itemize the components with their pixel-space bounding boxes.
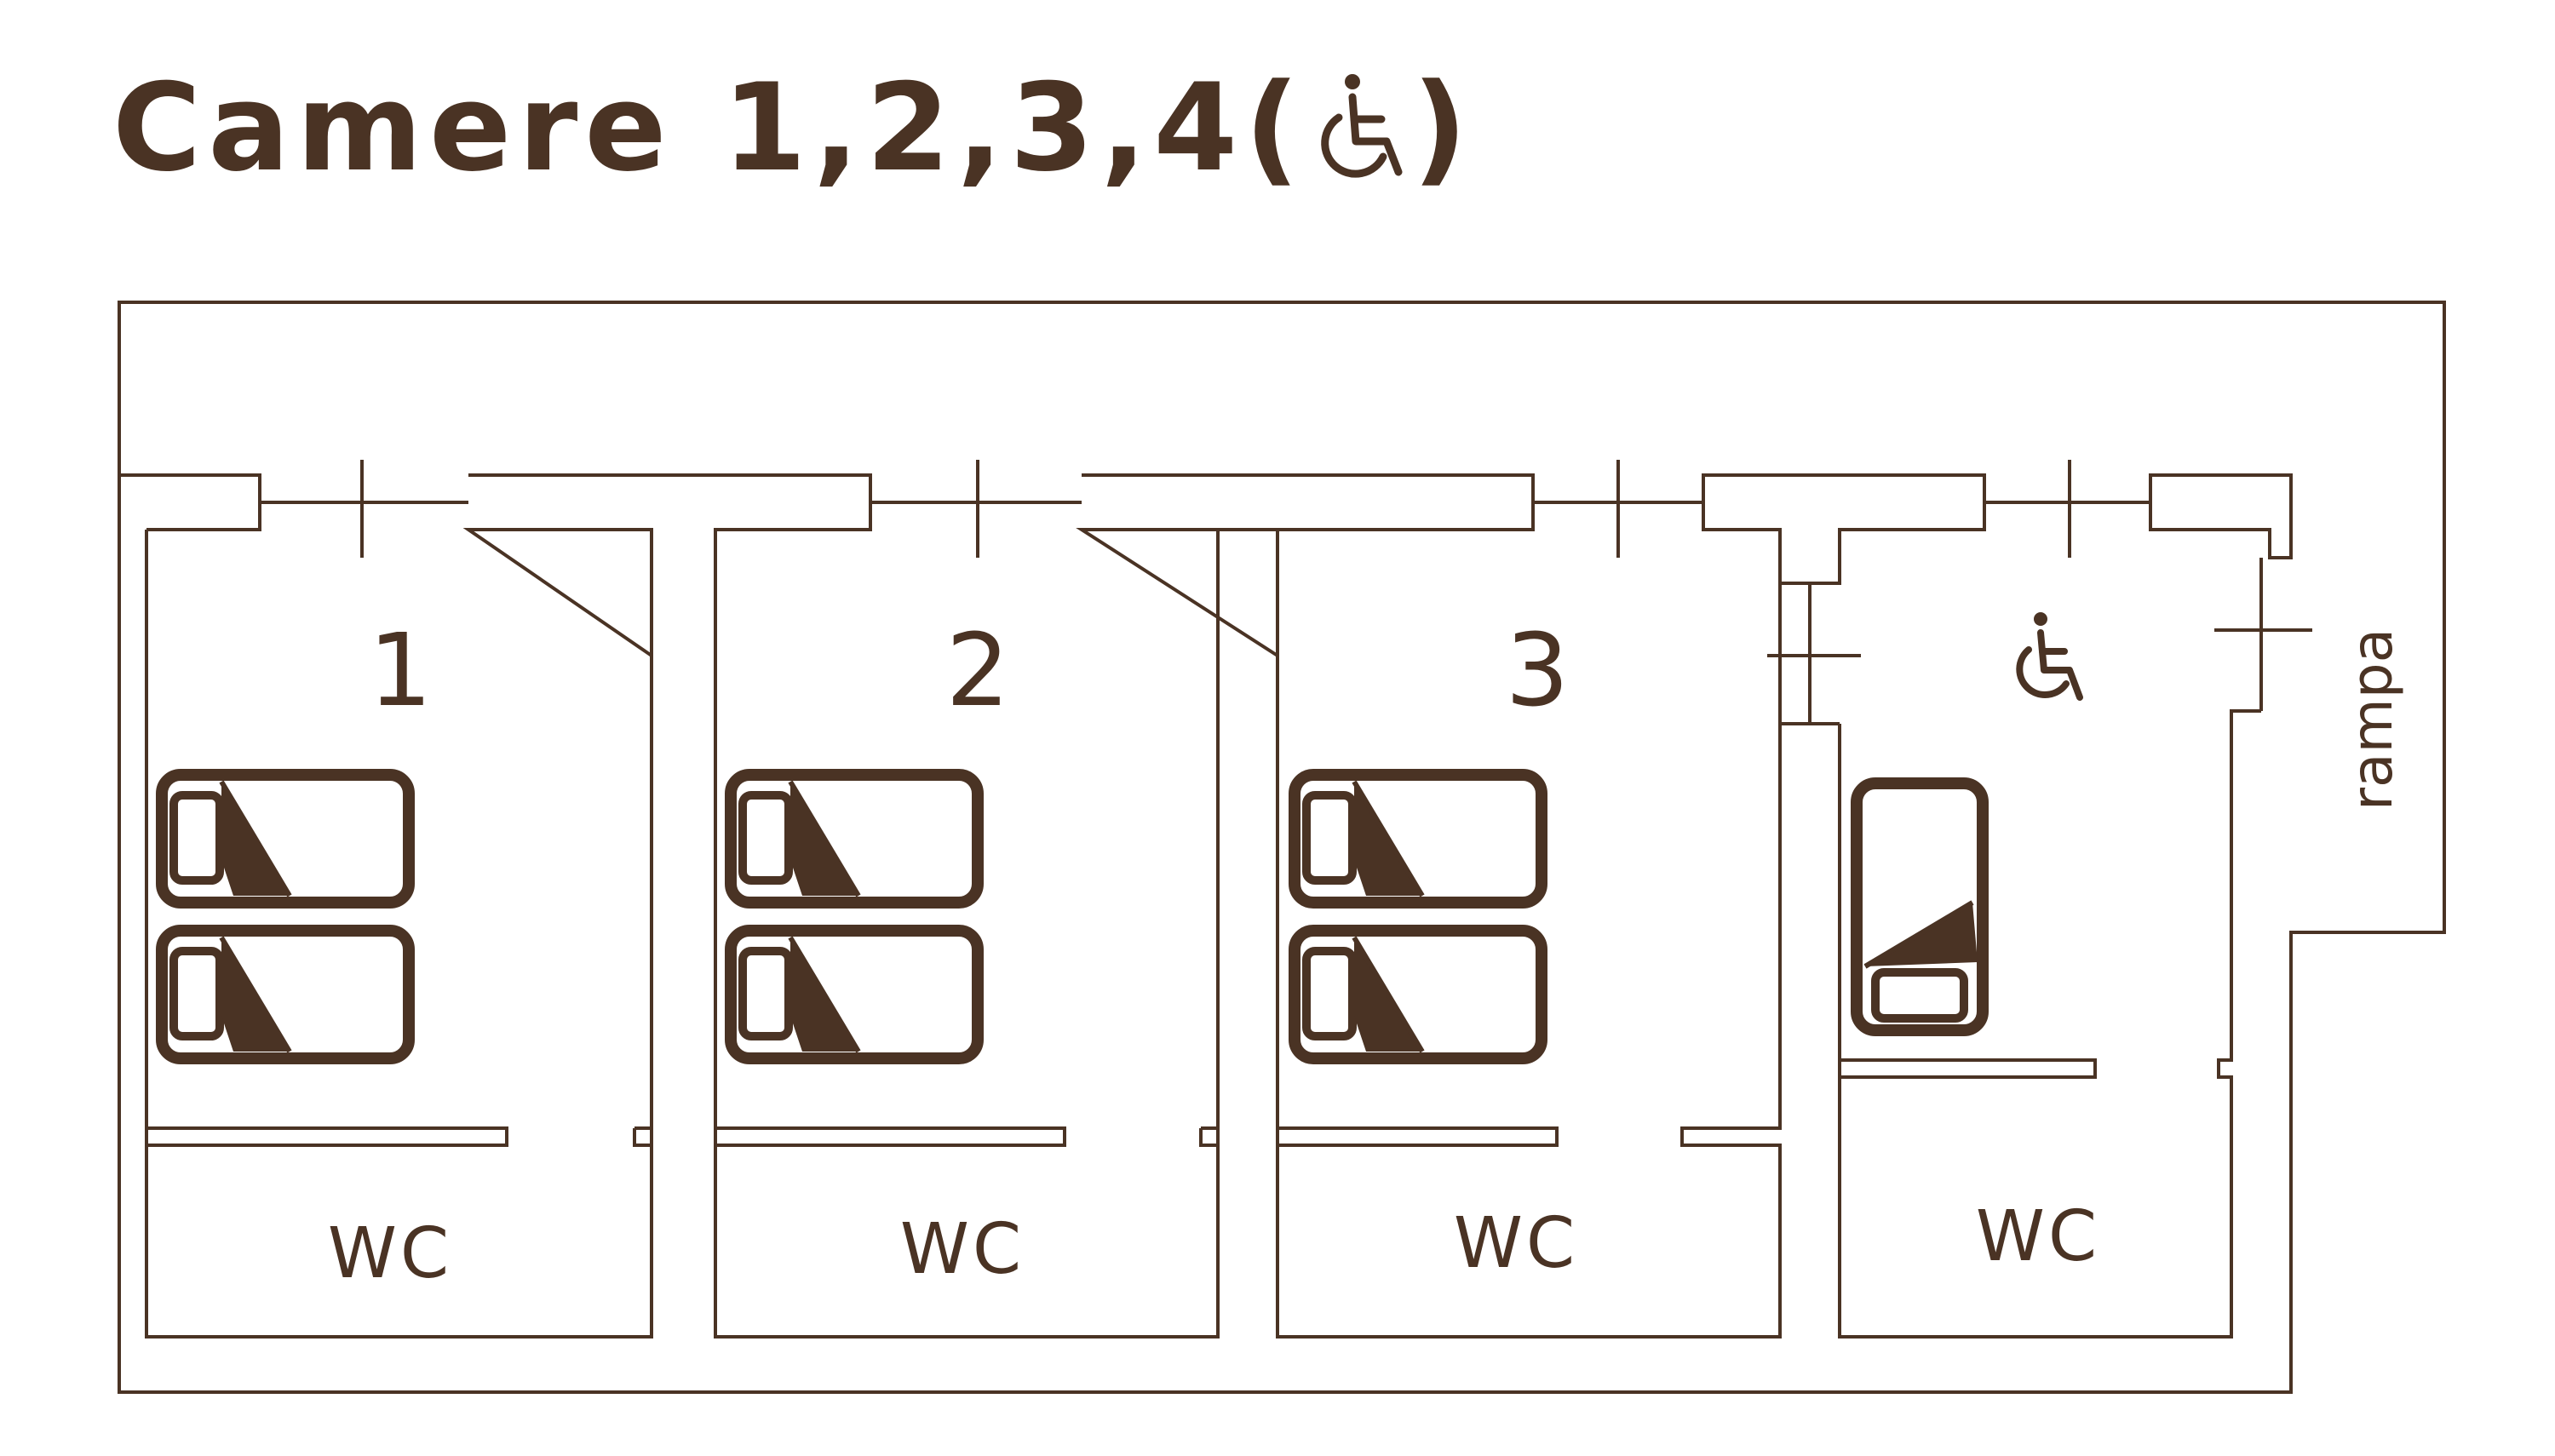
beds [156,769,1989,1064]
room-number-3: 3 [1505,611,1569,729]
bed [1851,777,1989,1036]
room-4-walls [1838,709,2261,1338]
title-text: Camere 1,2,3,4 [112,57,1245,198]
wc-label-3: WC [1454,1203,1578,1284]
room-2-walls [714,656,1220,1338]
wheelchair-icon [1321,74,1403,178]
wc-label-1: WC [328,1213,452,1294]
ramp-label: rampa [2340,628,2405,811]
wheelchair-icon [2016,612,2083,701]
wc-label-4: WC [1976,1196,2100,1277]
bed [156,925,415,1064]
room-1-walls [145,530,653,1338]
front-wall-segment [1076,473,1535,659]
title-close-paren: ) [1412,57,1474,198]
title-open-paren: ( [1244,57,1307,198]
room-number-2: 2 [945,611,1009,729]
front-wall-segment [462,473,872,659]
bed [725,769,984,909]
front-wall-segment [2149,473,2293,559]
bed [725,925,984,1064]
bed [1289,769,1547,909]
wc-label-2: WC [900,1209,1025,1290]
bed [156,769,415,909]
front-wall-segment [119,473,261,531]
page-title: Camere 1,2,3,4( ) [112,57,1474,198]
bed [1289,925,1547,1064]
room-3-walls [1276,583,1782,1338]
front-wall-segment [1702,473,1986,585]
outer-wall [118,301,2446,1394]
door-markers [260,460,2312,724]
room-number-1: 1 [368,611,432,729]
